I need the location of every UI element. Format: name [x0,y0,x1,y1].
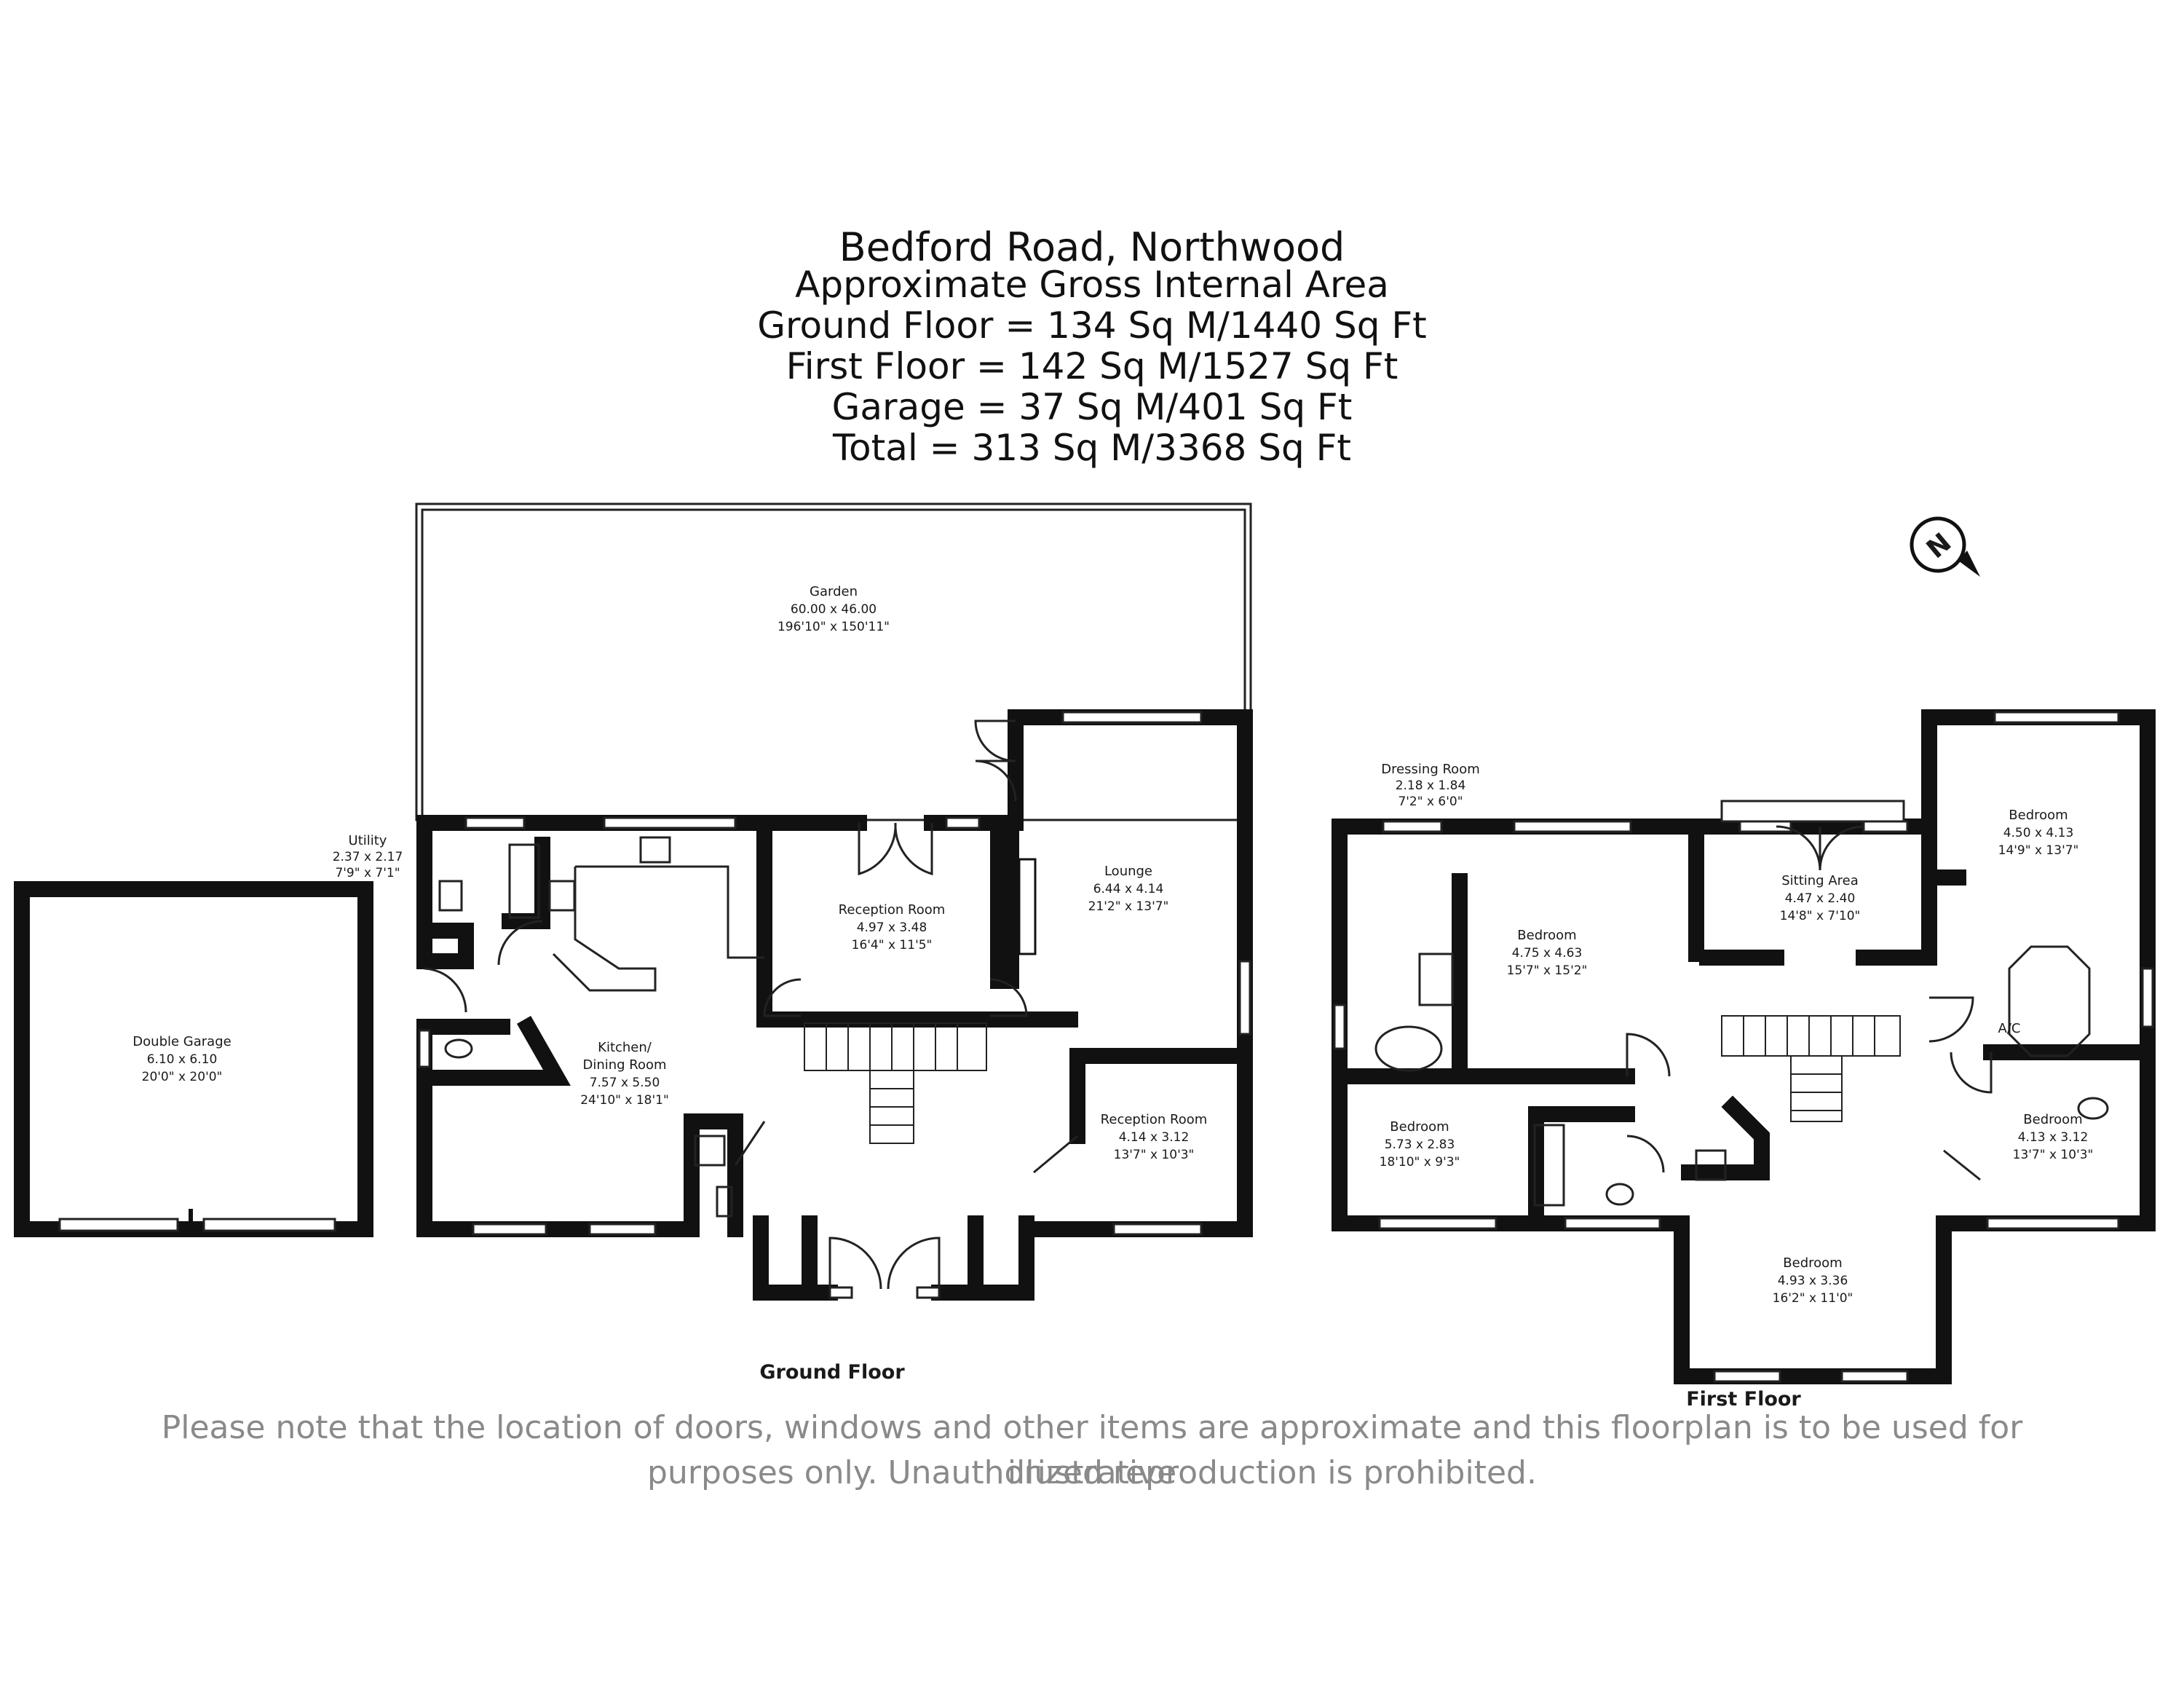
area-first-floor: First Floor = 142 Sq M/1527 Sq Ft [786,345,1398,387]
svg-text:5.73 x 2.83: 5.73 x 2.83 [1385,1137,1455,1152]
room-label-bedroom-ne: Bedroom 4.50 x 4.13 14'9" x 13'7" [1998,808,2079,858]
compass-letter: N [1921,528,1957,565]
room-label-kitchen-dining: Kitchen/ Dining Room 7.57 x 5.50 24'10" … [580,1040,669,1108]
svg-text:Utility: Utility [349,833,387,848]
first-floor-doors [1626,825,1993,1181]
first-floor-staircase [1721,1015,1901,1122]
room-label-sitting-area: Sitting Area 4.47 x 2.40 14'8" x 7'10" [1780,873,1861,923]
area-garage: Garage = 37 Sq M/401 Sq Ft [831,386,1353,428]
room-label-bedroom-sw: Bedroom 5.73 x 2.83 18'10" x 9'3" [1380,1119,1460,1170]
room-label-utility: Utility 2.37 x 2.17 7'9" x 7'1" [333,833,403,880]
svg-text:2.37 x 2.17: 2.37 x 2.17 [333,850,403,864]
svg-text:Bedroom: Bedroom [1517,928,1576,943]
svg-text:4.97 x 3.48: 4.97 x 3.48 [857,920,927,935]
svg-text:24'10" x 18'1": 24'10" x 18'1" [580,1093,669,1108]
north-compass-icon: N [1910,516,1980,577]
svg-text:4.47 x 2.40: 4.47 x 2.40 [1785,891,1856,906]
svg-text:60.00 x 46.00: 60.00 x 46.00 [791,602,877,617]
area-ground-floor: Ground Floor = 134 Sq M/1440 Sq Ft [757,304,1427,347]
plan-subtitle: Approximate Gross Internal Area [795,264,1389,306]
svg-text:Kitchen/: Kitchen/ [598,1040,652,1055]
room-label-bedroom-main: Bedroom 4.75 x 4.63 15'7" x 15'2" [1507,928,1588,978]
room-label-ac: A/C [1998,1021,2021,1036]
plan-title: Bedford Road, Northwood [839,224,1345,270]
room-label-garage: Double Garage 6.10 x 6.10 20'0" x 20'0" [132,1034,231,1084]
svg-text:4.14 x 3.12: 4.14 x 3.12 [1119,1130,1190,1145]
ground-floor-windows [418,711,1251,1299]
svg-text:Dressing Room: Dressing Room [1381,762,1480,777]
svg-text:Lounge: Lounge [1104,864,1152,879]
ground-floor-walls [416,709,1253,1301]
svg-text:Garden: Garden [810,584,858,599]
svg-text:16'4" x 11'5": 16'4" x 11'5" [852,938,933,953]
ground-floor-staircase [804,1022,987,1144]
svg-text:196'10" x 150'11": 196'10" x 150'11" [778,620,890,634]
kitchen-fittings [438,836,764,1218]
svg-text:4.13 x 3.12: 4.13 x 3.12 [2018,1130,2089,1145]
room-label-reception-2: Reception Room 4.14 x 3.12 13'7" x 10'3" [1101,1112,1208,1162]
ground-floor-label: Ground Floor [759,1361,905,1384]
svg-text:16'2" x 11'0": 16'2" x 11'0" [1773,1291,1853,1306]
svg-text:13'7" x 10'3": 13'7" x 10'3" [2013,1148,2094,1162]
disclaimer-line-2: purposes only. Unauthorized reproduction… [647,1454,1537,1491]
svg-text:2.18 x 1.84: 2.18 x 1.84 [1396,778,1466,793]
svg-text:4.93 x 3.36: 4.93 x 3.36 [1778,1274,1848,1288]
svg-text:7'2" x 6'0": 7'2" x 6'0" [1398,794,1463,809]
svg-text:Bedroom: Bedroom [2009,808,2068,823]
svg-text:4.50 x 4.13: 4.50 x 4.13 [2003,826,2074,840]
svg-text:15'7" x 15'2": 15'7" x 15'2" [1507,963,1588,978]
room-label-bedroom-s: Bedroom 4.93 x 3.36 16'2" x 11'0" [1773,1255,1853,1306]
room-label-dressing-room: Dressing Room 2.18 x 1.84 7'2" x 6'0" [1381,762,1480,809]
first-floor-fittings [1374,945,2109,1207]
room-label-garden: Garden 60.00 x 46.00 196'10" x 150'11" [778,584,890,634]
svg-text:21'2" x 13'7": 21'2" x 13'7" [1088,899,1169,914]
room-label-bedroom-se: Bedroom 4.13 x 3.12 13'7" x 10'3" [2013,1112,2094,1162]
svg-text:7.57 x 5.50: 7.57 x 5.50 [590,1076,660,1090]
svg-text:6.44 x 4.14: 6.44 x 4.14 [1093,882,1164,896]
svg-text:Reception Room: Reception Room [1101,1112,1208,1127]
svg-text:14'9" x 13'7": 14'9" x 13'7" [1998,843,2079,858]
svg-text:Double Garage: Double Garage [132,1034,231,1049]
svg-text:18'10" x 9'3": 18'10" x 9'3" [1380,1155,1460,1170]
room-label-lounge: Lounge 6.44 x 4.14 21'2" x 13'7" [1088,864,1169,914]
svg-text:20'0" x 20'0": 20'0" x 20'0" [142,1070,223,1084]
svg-text:Bedroom: Bedroom [2023,1112,2082,1127]
svg-text:Bedroom: Bedroom [1390,1119,1449,1135]
svg-text:7'9" x 7'1": 7'9" x 7'1" [335,866,400,880]
svg-text:14'8" x 7'10": 14'8" x 7'10" [1780,909,1861,923]
room-label-reception-1: Reception Room 4.97 x 3.48 16'4" x 11'5" [839,902,946,953]
svg-text:13'7" x 10'3": 13'7" x 10'3" [1114,1148,1195,1162]
ground-floor-doors [424,719,1078,1290]
garden-outline [415,502,1252,821]
svg-text:Sitting Area: Sitting Area [1781,873,1859,888]
first-floor-label: First Floor [1686,1388,1801,1411]
first-floor-windows [1333,711,2154,1383]
svg-text:Bedroom: Bedroom [1783,1255,1842,1271]
svg-text:6.10 x 6.10: 6.10 x 6.10 [147,1052,218,1067]
svg-text:Dining Room: Dining Room [582,1057,666,1073]
svg-text:Reception Room: Reception Room [839,902,946,918]
svg-text:4.75 x 4.63: 4.75 x 4.63 [1512,946,1583,961]
disclaimer-line-1: Please note that the location of doors, … [161,1409,2023,1491]
area-total: Total = 313 Sq M/3368 Sq Ft [832,427,1351,469]
double-garage-walls [14,881,373,1237]
